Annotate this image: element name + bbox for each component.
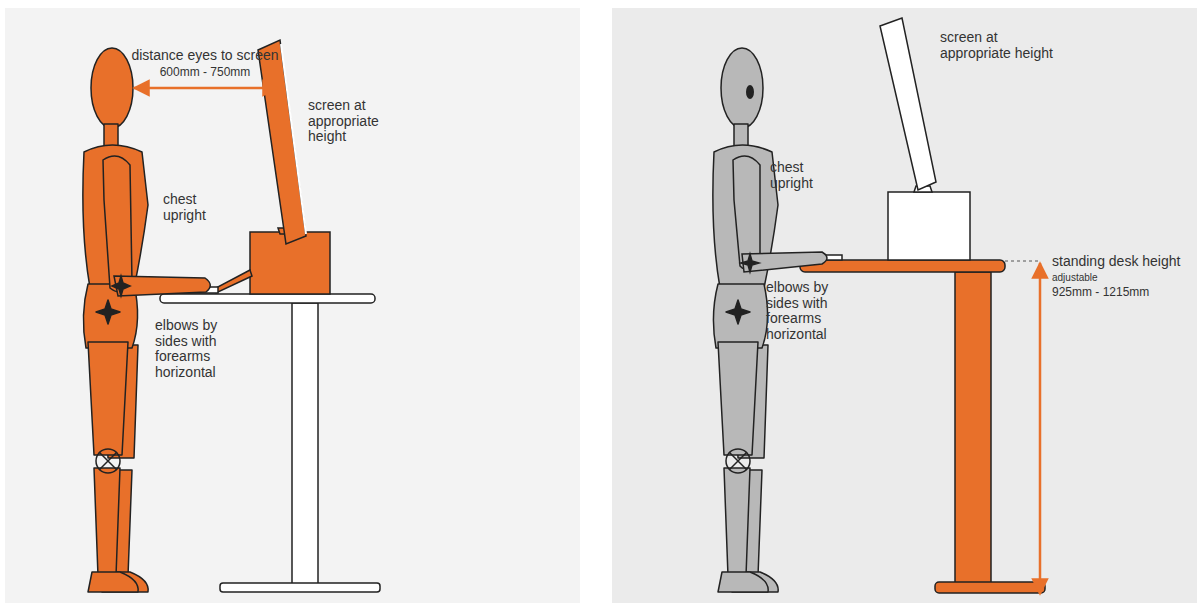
desk-top	[160, 294, 375, 303]
desk-leg	[955, 272, 991, 584]
dimension-value: 925mm - 1215mm	[1052, 286, 1197, 299]
distance-arrow	[134, 87, 278, 90]
monitor-screen	[258, 40, 306, 244]
right-panel	[612, 8, 1197, 603]
ear	[746, 85, 754, 99]
annotation-label: chest upright	[770, 160, 826, 191]
dimension-value: 600mm - 750mm	[110, 66, 300, 79]
annotation-label: elbows by sides with forearms horizontal	[766, 280, 856, 343]
annotation-label: chest upright	[163, 192, 219, 223]
orange-mannequin	[83, 48, 148, 592]
desk-leg	[292, 303, 318, 585]
right-desk	[800, 18, 1045, 593]
forearm	[742, 252, 827, 272]
left-panel	[5, 8, 580, 603]
dimension-caption: distance eyes to screen	[110, 48, 300, 64]
desk-base	[935, 582, 1045, 593]
right-arm	[733, 156, 827, 272]
elbow-joint	[741, 254, 759, 272]
height-leader	[1005, 261, 1040, 262]
dimension-note: adjustable	[1052, 272, 1197, 283]
monitor-screen	[880, 18, 936, 190]
annotation-label: elbows by sides with forearms horizontal	[155, 318, 245, 381]
desk-base	[220, 583, 380, 592]
annotation-label: screen at appropriate height	[940, 30, 1065, 61]
dimension-caption: standing desk height	[1052, 254, 1197, 270]
upper-arm	[103, 156, 132, 292]
monitor-stand	[888, 192, 970, 260]
height-arrow	[1039, 263, 1042, 594]
desk-top	[800, 260, 1005, 272]
screen-face	[281, 44, 306, 234]
annotation-label: screen at appropriate height	[308, 98, 390, 145]
elbow-joint	[112, 276, 130, 296]
left-arm	[103, 156, 210, 296]
